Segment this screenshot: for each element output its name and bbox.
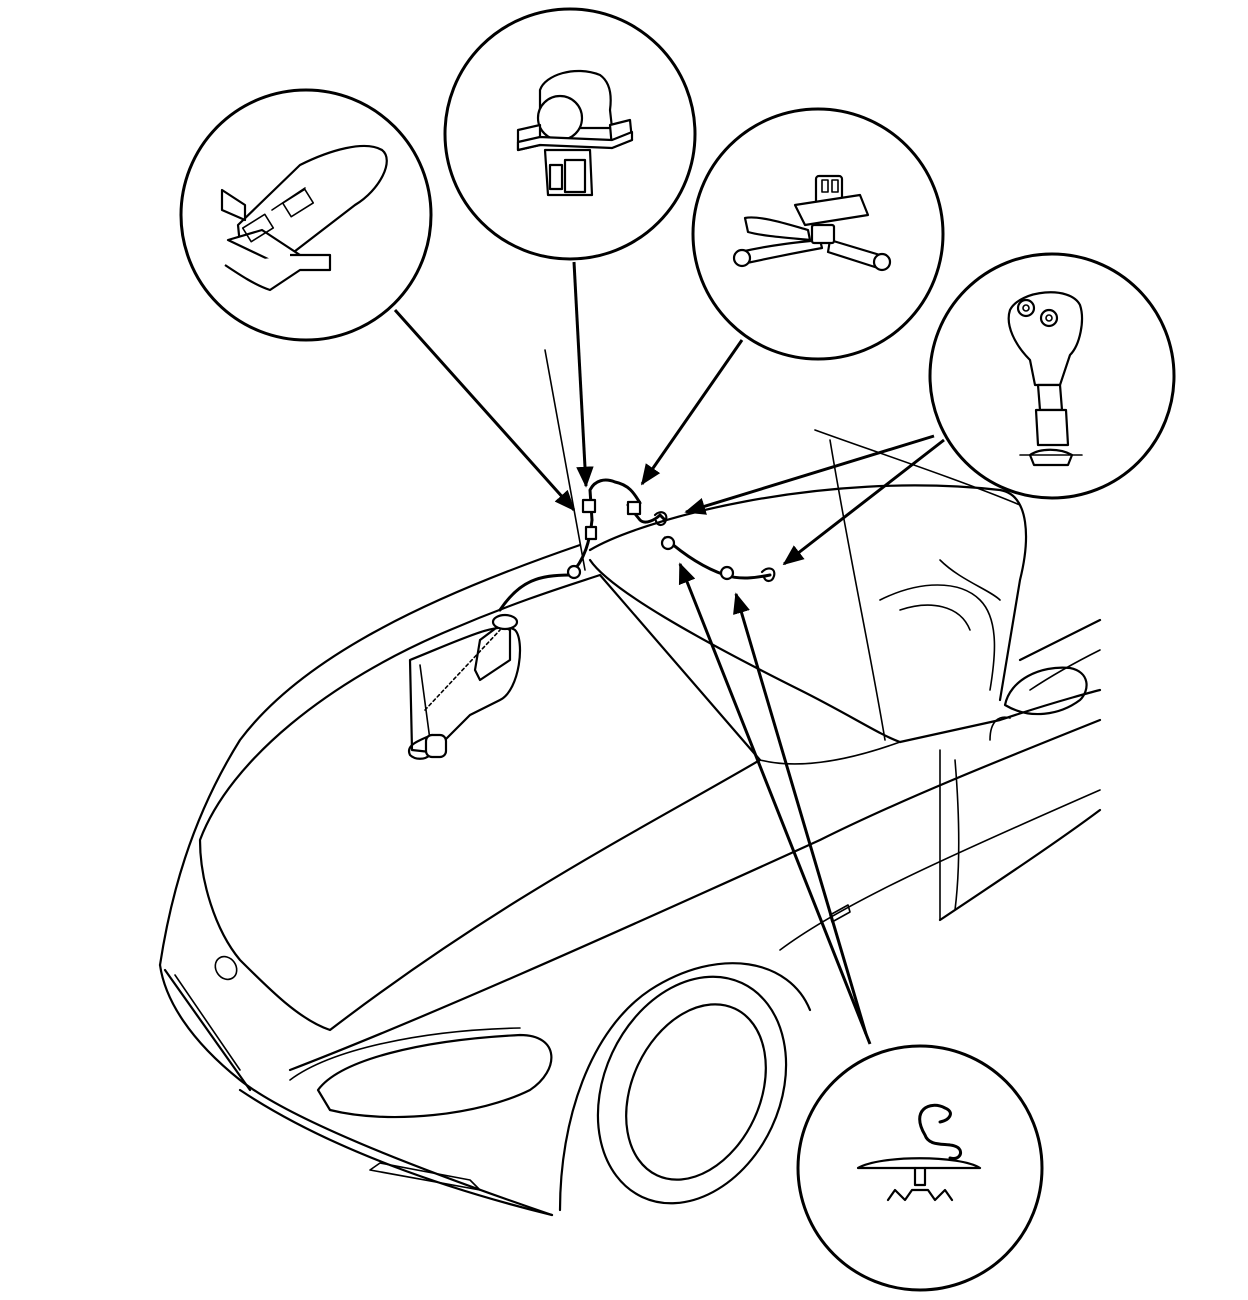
callout-hose-clamp	[796, 1044, 1044, 1292]
car-seat	[879, 584, 996, 691]
leader-arrows	[393, 261, 945, 1045]
car-fender-crease	[558, 962, 812, 1212]
hose-holder-icon	[516, 70, 634, 197]
car-hood-panel	[198, 573, 762, 1032]
car-headlight	[316, 1033, 553, 1119]
callout-hose-holder	[443, 7, 697, 261]
car-lower-intake	[369, 1162, 481, 1191]
washer-reservoir	[407, 613, 522, 760]
car-wheel-rim	[625, 1003, 767, 1181]
car-windshield-base	[588, 558, 902, 744]
hose-clamp-icon	[856, 1103, 982, 1202]
car-side-sill	[938, 808, 1102, 922]
car-hood-outline	[158, 543, 582, 967]
washer-nozzle-icon	[1007, 291, 1084, 467]
car-front-fascia	[158, 963, 554, 1217]
car-front-wheel	[596, 975, 788, 1205]
callout-hose-clip	[179, 88, 433, 342]
car-windshield-frame	[588, 484, 1028, 702]
hose-joint-icon	[732, 174, 892, 272]
car-front-lower	[163, 968, 252, 1092]
washer-hose	[498, 349, 776, 612]
car-side-mirror	[1003, 666, 1088, 716]
car-body	[158, 429, 1102, 1217]
car-emblem	[214, 955, 238, 981]
car-front-fender	[288, 718, 1102, 1072]
hose-clip-icon	[220, 144, 388, 292]
car-door-line	[898, 688, 1102, 744]
callout-washer-nozzle	[928, 252, 1176, 500]
callout-hose-joint	[691, 107, 945, 361]
